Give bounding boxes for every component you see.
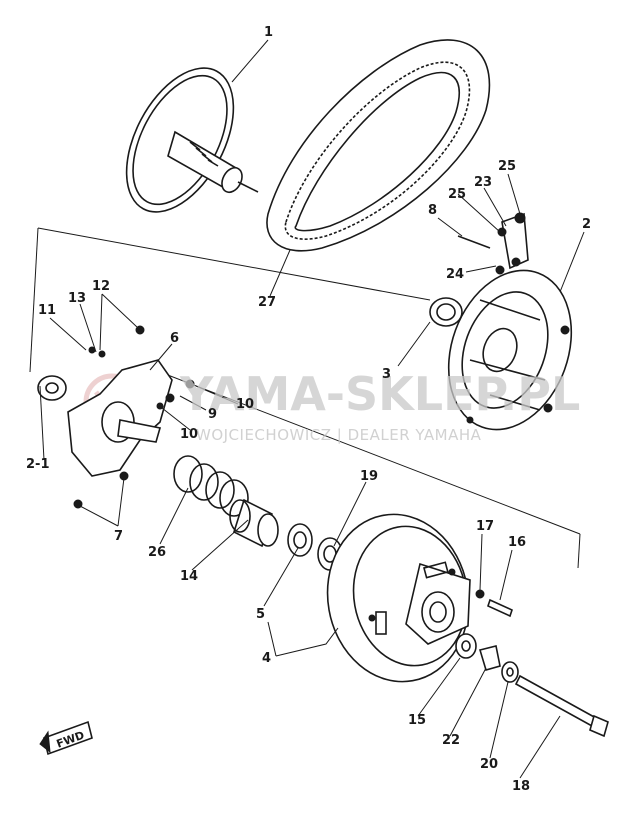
callout-22: 22 (442, 733, 460, 748)
leader-lines (39, 39, 585, 779)
callout-2: 2 (582, 217, 591, 232)
callout-9: 9 (208, 407, 217, 422)
callout-6: 6 (170, 331, 179, 346)
callout-3: 3 (382, 367, 391, 382)
secondary-fixed-sheave-part (447, 269, 573, 431)
drive-belt-part (266, 39, 491, 252)
callout-4: 4 (262, 651, 271, 666)
callout-12: 12 (92, 279, 110, 294)
callout-11: 11 (38, 303, 56, 318)
bolt-part (514, 674, 609, 738)
callout-7: 7 (114, 529, 123, 544)
plate-part (478, 645, 501, 671)
callout-5: 5 (256, 607, 265, 622)
callout-18: 18 (512, 779, 530, 794)
washer-part (455, 633, 477, 659)
callout-1: 1 (264, 25, 273, 40)
cam-bracket-part (37, 325, 195, 509)
callout-25-right: 25 (498, 159, 516, 174)
primary-sheave-part (125, 67, 259, 213)
callout-17: 17 (476, 519, 494, 534)
watermark-subtitle: WOJCIECHOWICZ | DEALER YAMAHA (196, 426, 482, 444)
watermark-brand: YAMA-SKLEP.PL (179, 367, 580, 421)
callout-15: 15 (408, 713, 426, 728)
collar-part (229, 498, 279, 548)
compression-spring-part (173, 455, 249, 517)
callout-27: 27 (258, 295, 276, 310)
secondary-sliding-sheave-part (326, 513, 471, 683)
callout-25-left: 25 (448, 187, 466, 202)
callout-13: 13 (68, 291, 86, 306)
callout-10-upper: 10 (236, 397, 254, 412)
callout-8: 8 (428, 203, 437, 218)
callout-16: 16 (508, 535, 526, 550)
lock-washer-part (501, 661, 519, 683)
seal-part (429, 297, 463, 327)
callout-23: 23 (474, 175, 492, 190)
callout-19: 19 (360, 469, 378, 484)
callout-26: 26 (148, 545, 166, 560)
pin-lever-group (457, 212, 529, 275)
small-bolt-part (475, 589, 513, 618)
callout-20: 20 (480, 757, 498, 772)
fwd-arrow-icon: FWD (39, 720, 93, 756)
assembly-outline (29, 227, 581, 569)
callout-10-lower: 10 (180, 427, 198, 442)
callout-14: 14 (180, 569, 198, 584)
oil-seal-part (287, 523, 313, 557)
callout-2-1: 2-1 (26, 457, 50, 472)
callout-24: 24 (446, 267, 464, 282)
